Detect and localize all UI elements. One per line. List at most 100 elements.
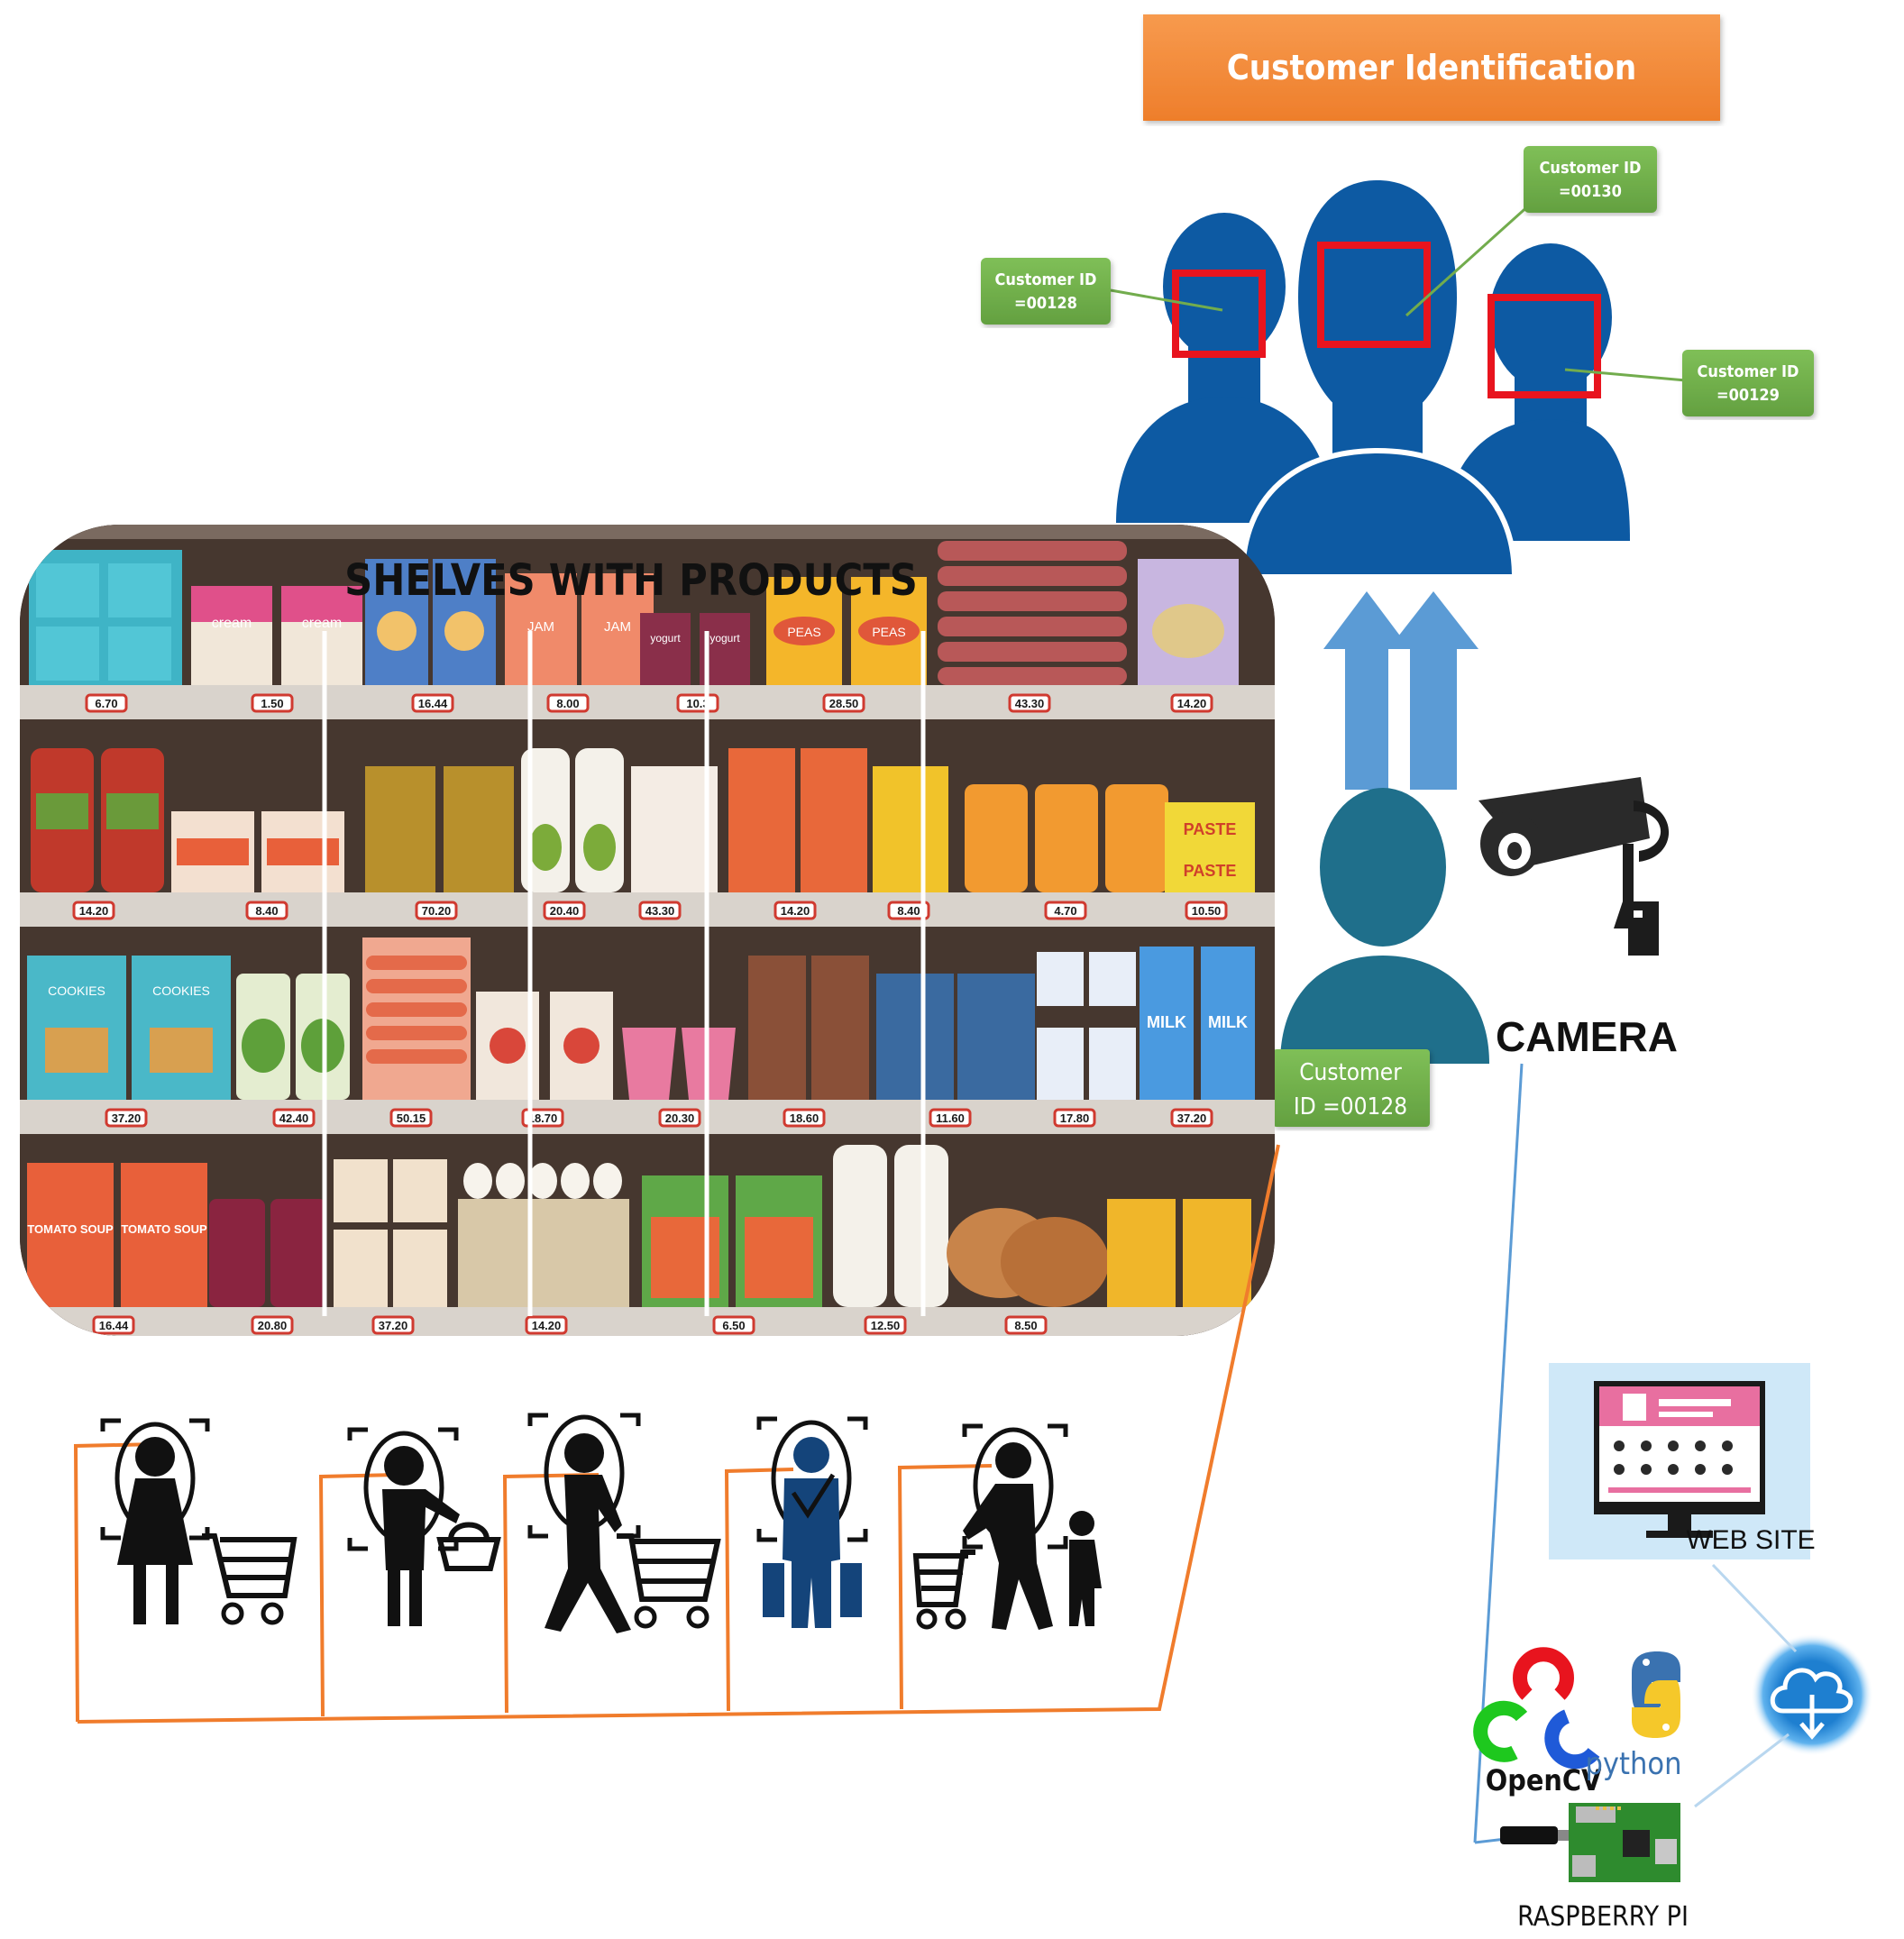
title-banner: Customer Identification: [1143, 14, 1720, 121]
product-label: JAM: [527, 619, 554, 635]
customer-id-center-line1: Customer ID: [1540, 159, 1642, 178]
single-customer-id-box: Customer ID =00128: [1273, 1049, 1430, 1127]
product-label-b: Product B: [300, 1332, 446, 1367]
price-tag: 37.20: [1177, 1111, 1207, 1125]
shopper-3-icon: [527, 1413, 721, 1633]
product-label: MILK: [1208, 1013, 1248, 1031]
customer-id-box-right: Customer ID =00129: [1682, 350, 1814, 416]
shelf-illustration: cream cream JAM JAM yogurt yogurt PEAS P…: [20, 525, 1275, 1336]
face-box-left: [1172, 270, 1266, 358]
price-tag: 42.40: [279, 1111, 309, 1125]
arrow-up-icon: [1323, 591, 1410, 790]
shopping-basket-icon: [436, 1522, 501, 1571]
python-logo: python: [1586, 1651, 1682, 1782]
person-right-icon: [1444, 243, 1630, 541]
shelf-row-3: COOKIES COOKIES MILK MILK: [27, 937, 1255, 1100]
raspberry-label: RASPBERRY PI: [1517, 1901, 1689, 1933]
product-label: COOKIES: [48, 983, 105, 998]
upward-arrows: [1323, 591, 1478, 790]
price-tag: 8.00: [556, 697, 579, 710]
product-label: yogurt: [709, 632, 740, 645]
price-tag: 18.70: [528, 1111, 558, 1125]
price-tag: 14.20: [1177, 697, 1207, 710]
product-label-a: Product A: [89, 1332, 234, 1367]
price-tag: 10.50: [1192, 904, 1222, 918]
price-tag: 20.40: [550, 904, 580, 918]
product-divider-lines: [322, 631, 926, 1316]
product-label-d: Product D: [720, 1332, 866, 1367]
price-tag: 8.50: [1014, 1319, 1037, 1332]
product-labels: Product A Product B Product C Product D …: [89, 1332, 1082, 1367]
arrow-up-icon: [1388, 591, 1478, 790]
product-label: cream: [302, 616, 342, 631]
price-tag: 14.20: [79, 904, 109, 918]
shopping-bag-icon: [840, 1563, 862, 1617]
price-tag: 8.40: [897, 904, 920, 918]
product-label: PASTE: [1184, 862, 1237, 880]
website-panel: WEB SITE: [1549, 1363, 1816, 1559]
price-tag: 37.20: [112, 1111, 142, 1125]
price-tag: 12.50: [871, 1319, 901, 1332]
opencv-label: OpenCV: [1486, 1763, 1602, 1797]
price-tag: 28.50: [829, 697, 859, 710]
price-tags-row-2: 14.20 8.40 70.20 20.40 43.30 14.20 8.40 …: [72, 901, 1228, 920]
single-customer-id-line1: Customer: [1299, 1059, 1402, 1086]
single-customer-icon: [1280, 788, 1489, 1064]
price-tag: 10.3: [686, 697, 709, 710]
customer-id-box-left: Customer ID =00128: [981, 258, 1111, 325]
shopper-1-icon: [100, 1418, 298, 1625]
face-detection-boxes: [1172, 242, 1601, 398]
python-label: python: [1586, 1746, 1682, 1782]
price-tag: 14.20: [781, 904, 810, 918]
shopping-cart-icon: [202, 1533, 298, 1598]
face-box-right: [1488, 294, 1601, 398]
price-tag: 50.15: [397, 1111, 426, 1125]
product-label-c: Product C: [515, 1332, 661, 1367]
customer-id-left-line1: Customer ID: [995, 270, 1097, 289]
shelf-row-2: PASTE PASTE: [31, 748, 1255, 892]
price-tag: 18.60: [790, 1111, 819, 1125]
price-tag: 4.70: [1054, 904, 1076, 918]
website-monitor-icon: [1594, 1381, 1765, 1538]
camera-label: CAMERA: [1496, 1013, 1678, 1060]
orange-connector-lines: [73, 1144, 1280, 1724]
product-label: TOMATO SOUP: [121, 1222, 207, 1236]
face-box-center: [1317, 242, 1431, 348]
product-label: PEAS: [872, 625, 905, 639]
customer-id-right-line1: Customer ID: [1698, 362, 1799, 381]
shelf-row-1: cream cream JAM JAM yogurt yogurt PEAS P…: [29, 541, 1239, 685]
title-text: Customer Identification: [1227, 48, 1637, 87]
price-tags: 6.70 1.50 16.44 8.00 10.3 28.50 43.30 14…: [72, 693, 1228, 1335]
shelves-label: SHELVES WITH PRODUCTS: [344, 555, 918, 606]
product-label: TOMATO SOUP: [27, 1222, 114, 1236]
shopping-cart-icon: [912, 1550, 975, 1607]
price-tag: 16.44: [99, 1319, 129, 1332]
price-tags-row-1: 6.70 1.50 16.44 8.00 10.3 28.50 43.30 14…: [85, 693, 1213, 713]
price-tag: 16.44: [418, 697, 448, 710]
raspberry-pi-board: [1500, 1803, 1680, 1882]
price-tag: 37.20: [379, 1319, 408, 1332]
id-connector-lines: [1110, 202, 1687, 382]
price-tag: 8.40: [255, 904, 278, 918]
price-tag: 70.20: [422, 904, 452, 918]
product-label: MILK: [1147, 1013, 1186, 1031]
shopper-5-icon: [912, 1423, 1102, 1630]
product-label-e: Product E: [938, 1332, 1083, 1367]
customer-group-icon: [1116, 180, 1630, 580]
product-label: yogurt: [650, 632, 681, 645]
shelf-row-4: TOMATO SOUP TOMATO SOUP: [27, 1145, 1251, 1307]
price-tags-row-4: 16.44 20.80 37.20 14.20 6.50 12.50 8.50: [92, 1315, 1048, 1335]
shopper-2-icon: [347, 1427, 501, 1626]
website-label: WEB SITE: [1686, 1525, 1815, 1555]
price-tag: 6.70: [95, 697, 117, 710]
price-tag: 20.30: [665, 1111, 695, 1125]
price-tag: 6.50: [722, 1319, 745, 1332]
customer-id-center-line2: =00130: [1559, 182, 1622, 201]
price-tag: 11.60: [936, 1111, 965, 1125]
customer-id-left-line2: =00128: [1014, 294, 1077, 313]
price-tag: 1.50: [261, 697, 283, 710]
shopping-bag-icon: [763, 1563, 784, 1617]
customer-id-box-center: Customer ID =00130: [1524, 146, 1657, 213]
product-label: JAM: [604, 619, 631, 635]
